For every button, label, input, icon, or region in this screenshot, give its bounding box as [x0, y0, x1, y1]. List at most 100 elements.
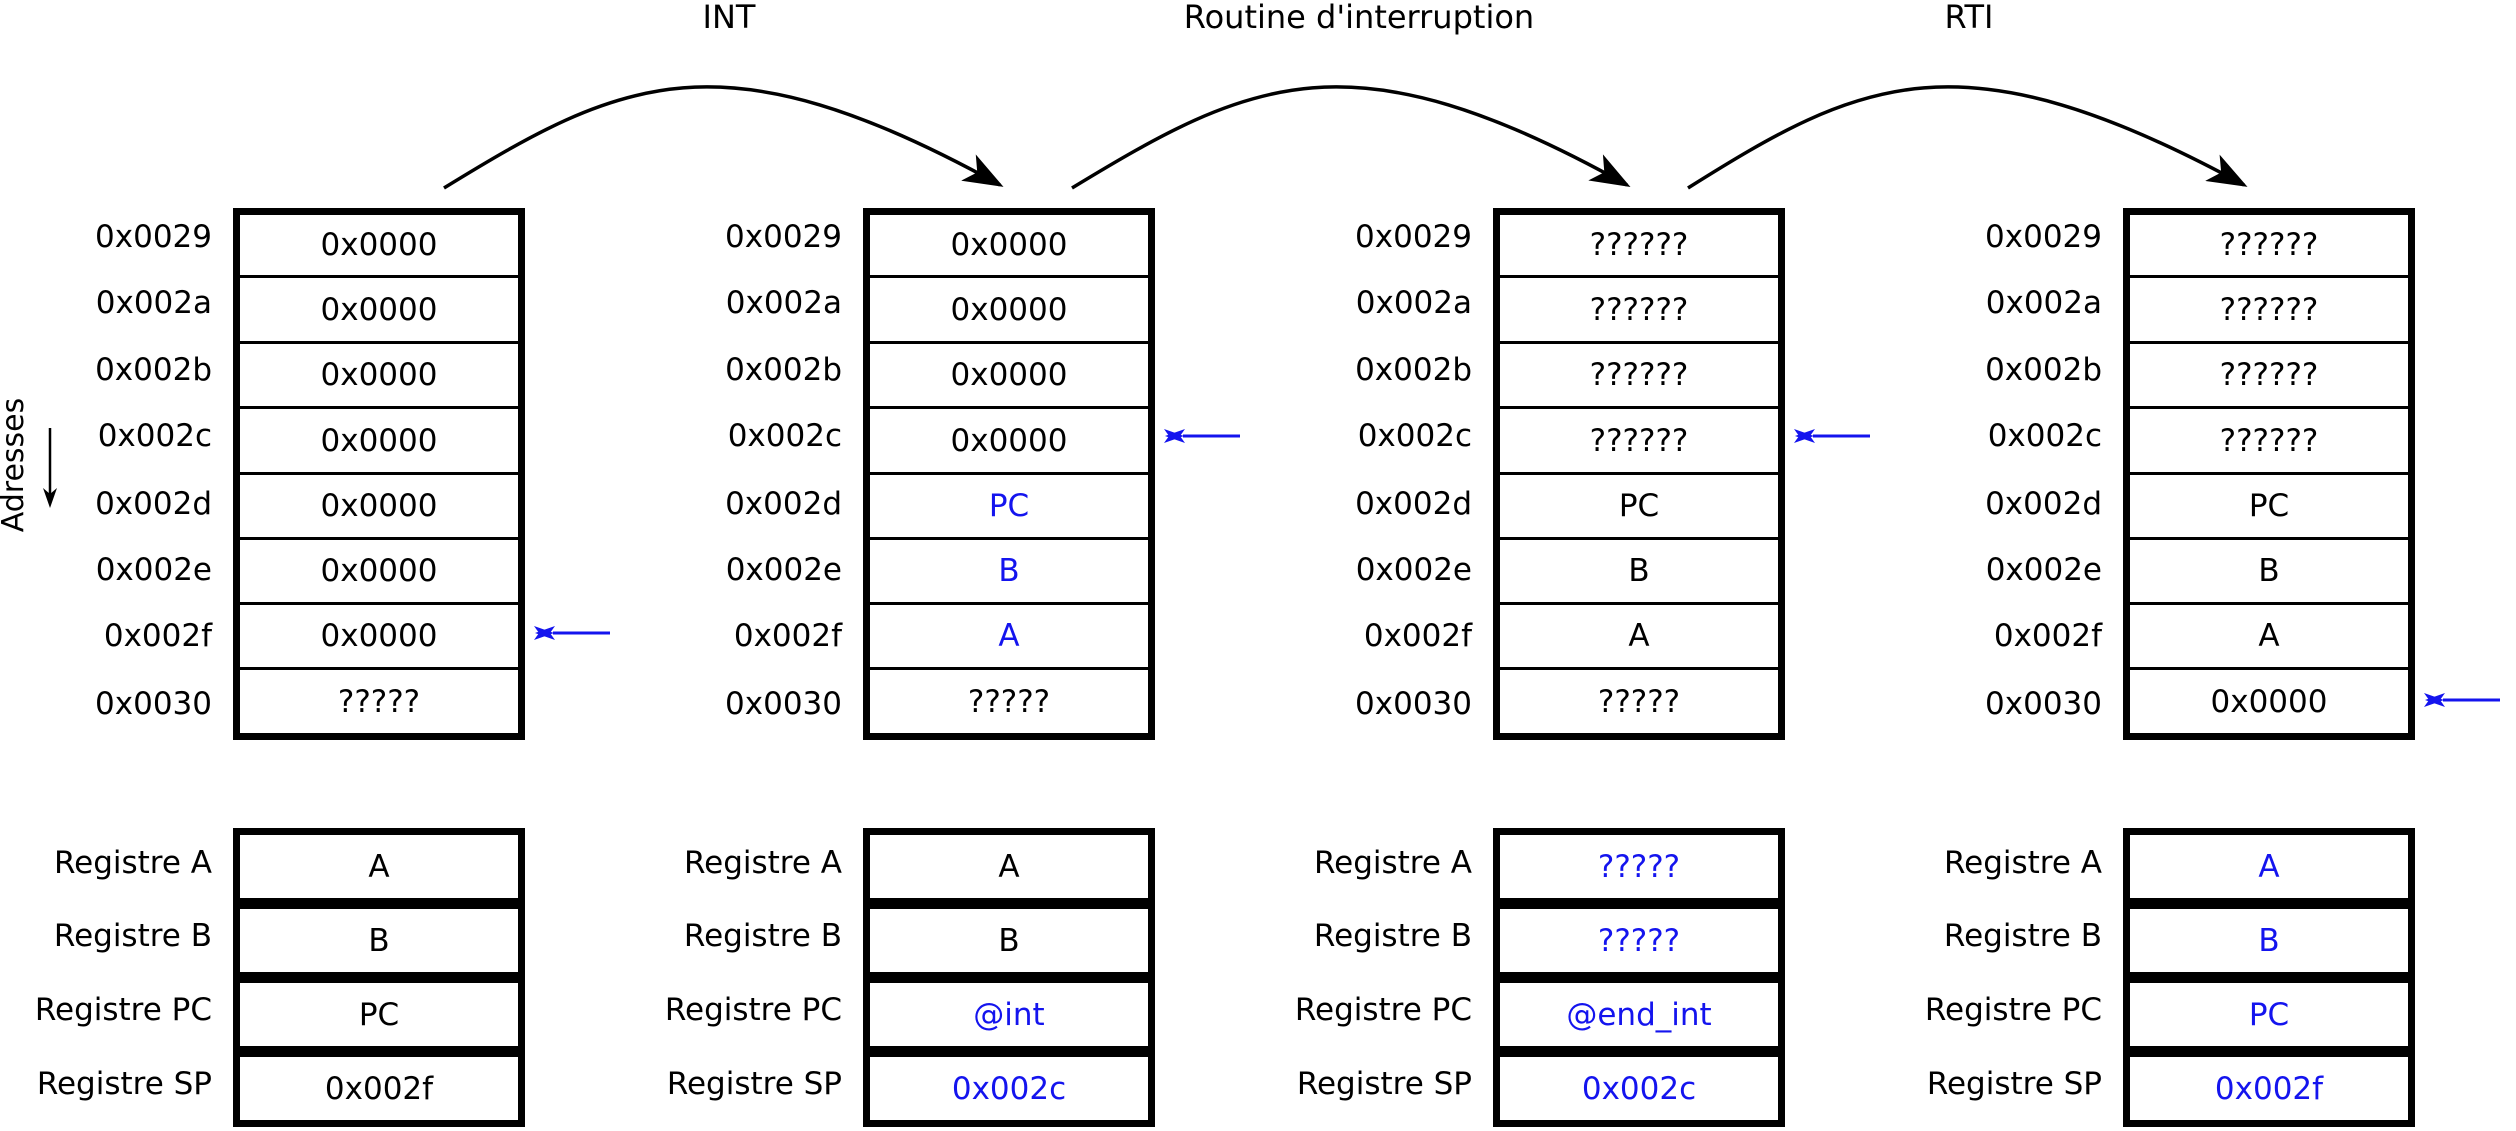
address-label: 0x002d — [725, 486, 842, 522]
transition-label-3: RTI — [1944, 0, 1994, 36]
address-label: 0x0030 — [95, 686, 212, 722]
register-value-box: A — [863, 828, 1155, 905]
register-label: Registre B — [1313, 918, 1472, 954]
stack-cell: 0x0000 — [240, 472, 518, 537]
stack-cell: 0x0000 — [240, 275, 518, 341]
address-label: 0x002b — [1985, 352, 2102, 388]
stack-cell: 0x0000 — [870, 406, 1148, 472]
address-label: 0x002a — [1985, 285, 2102, 321]
address-label: 0x0029 — [1355, 219, 1472, 255]
stack-cell: 0x0000 — [320, 227, 438, 263]
address-label: 0x002b — [95, 352, 212, 388]
register-label: Registre B — [683, 918, 842, 954]
register-value-box: @end_int — [1493, 976, 1785, 1053]
register-value-box: 0x002c — [1493, 1050, 1785, 1127]
stack-cell: 0x0000 — [2130, 667, 2408, 733]
stack-cell: ????? — [240, 667, 518, 733]
register-value-box: @int — [863, 976, 1155, 1053]
address-label: 0x0029 — [95, 219, 212, 255]
register-value-box: A — [2123, 828, 2415, 905]
stack-cell: ????? — [1500, 667, 1778, 733]
stack-cell: 0x0000 — [240, 602, 518, 667]
stack-cell: A — [2130, 602, 2408, 667]
address-label: 0x002a — [725, 285, 842, 321]
register-value-box: B — [863, 902, 1155, 979]
stack-cell: A — [1500, 602, 1778, 667]
transition-label-1: INT — [702, 0, 756, 36]
stack-cell: 0x0000 — [950, 227, 1068, 263]
address-label: 0x002f — [733, 618, 842, 654]
register-label: Registre PC — [34, 992, 212, 1028]
address-label: 0x002d — [95, 486, 212, 522]
stack-cell: 0x0000 — [240, 406, 518, 472]
stack-cell: B — [1500, 537, 1778, 602]
register-value-box: ????? — [1493, 828, 1785, 905]
register-label: Registre SP — [36, 1066, 212, 1102]
register-value-box: B — [233, 902, 525, 979]
register-value-box: A — [233, 828, 525, 905]
address-label: 0x002e — [95, 552, 212, 588]
register-value-box: 0x002f — [2123, 1050, 2415, 1127]
address-label: 0x002c — [1987, 418, 2102, 454]
stack-cell: PC — [1500, 472, 1778, 537]
stack-cell: 0x0000 — [870, 275, 1148, 341]
stack-cell: ?????? — [2219, 227, 2319, 263]
register-label: Registre A — [53, 845, 212, 881]
address-label: 0x002a — [95, 285, 212, 321]
address-axis-arrowhead — [43, 488, 57, 508]
address-label: 0x002d — [1985, 486, 2102, 522]
register-value-box: ????? — [1493, 902, 1785, 979]
register-label: Registre B — [1943, 918, 2102, 954]
transition-label-2: Routine d'interruption — [1183, 0, 1535, 36]
address-label: 0x0029 — [1985, 219, 2102, 255]
stack-cell: A — [870, 602, 1148, 667]
stack-cell: 0x0000 — [870, 341, 1148, 406]
address-label: 0x0030 — [1355, 686, 1472, 722]
register-label: Registre SP — [666, 1066, 842, 1102]
address-label: 0x002c — [727, 418, 842, 454]
transition-arrow-2 — [1071, 85, 1631, 190]
stack-cell: B — [2130, 537, 2408, 602]
address-label: 0x002c — [97, 418, 212, 454]
register-value-box: 0x002c — [863, 1050, 1155, 1127]
state-column-1: 0x0029 0x002a 0x002b 0x002c 0x002d 0x002e 0x00… — [0, 0, 600, 1131]
address-label: 0x002d — [1355, 486, 1472, 522]
stack-cell: PC — [2130, 472, 2408, 537]
address-label: 0x002b — [725, 352, 842, 388]
register-label: Registre SP — [1926, 1066, 2102, 1102]
stack-cell: ?????? — [1500, 341, 1778, 406]
address-label: 0x0030 — [725, 686, 842, 722]
state-column-4: 0x0029 0x002a 0x002b 0x002c 0x002d 0x002e 0x00… — [1890, 0, 2490, 1131]
address-label: 0x0030 — [1985, 686, 2102, 722]
address-label: 0x002e — [1355, 552, 1472, 588]
stack-cell: 0x0000 — [240, 537, 518, 602]
transition-arrow-3 — [1687, 85, 2248, 190]
stack-cell: PC — [870, 472, 1148, 537]
register-value-box: PC — [233, 976, 525, 1053]
stack-cell: ?????? — [1500, 275, 1778, 341]
register-label: Registre A — [683, 845, 842, 881]
register-label: Registre A — [1943, 845, 2102, 881]
stack-cell: ????? — [870, 667, 1148, 733]
stack-cell: ?????? — [2130, 275, 2408, 341]
stack-cell: ?????? — [2130, 341, 2408, 406]
register-value-box: 0x002f — [233, 1050, 525, 1127]
stack-cell: ?????? — [1589, 227, 1689, 263]
stack-pointer-arrowhead — [1795, 429, 1815, 443]
register-value-box: B — [2123, 902, 2415, 979]
register-label: Registre A — [1313, 845, 1472, 881]
register-value-box: PC — [2123, 976, 2415, 1053]
transition-arrow-1 — [443, 85, 1004, 190]
address-label: 0x0029 — [725, 219, 842, 255]
stack-cell: 0x0000 — [240, 341, 518, 406]
address-label: 0x002e — [1985, 552, 2102, 588]
register-label: Registre PC — [664, 992, 842, 1028]
address-label: 0x002f — [1993, 618, 2102, 654]
